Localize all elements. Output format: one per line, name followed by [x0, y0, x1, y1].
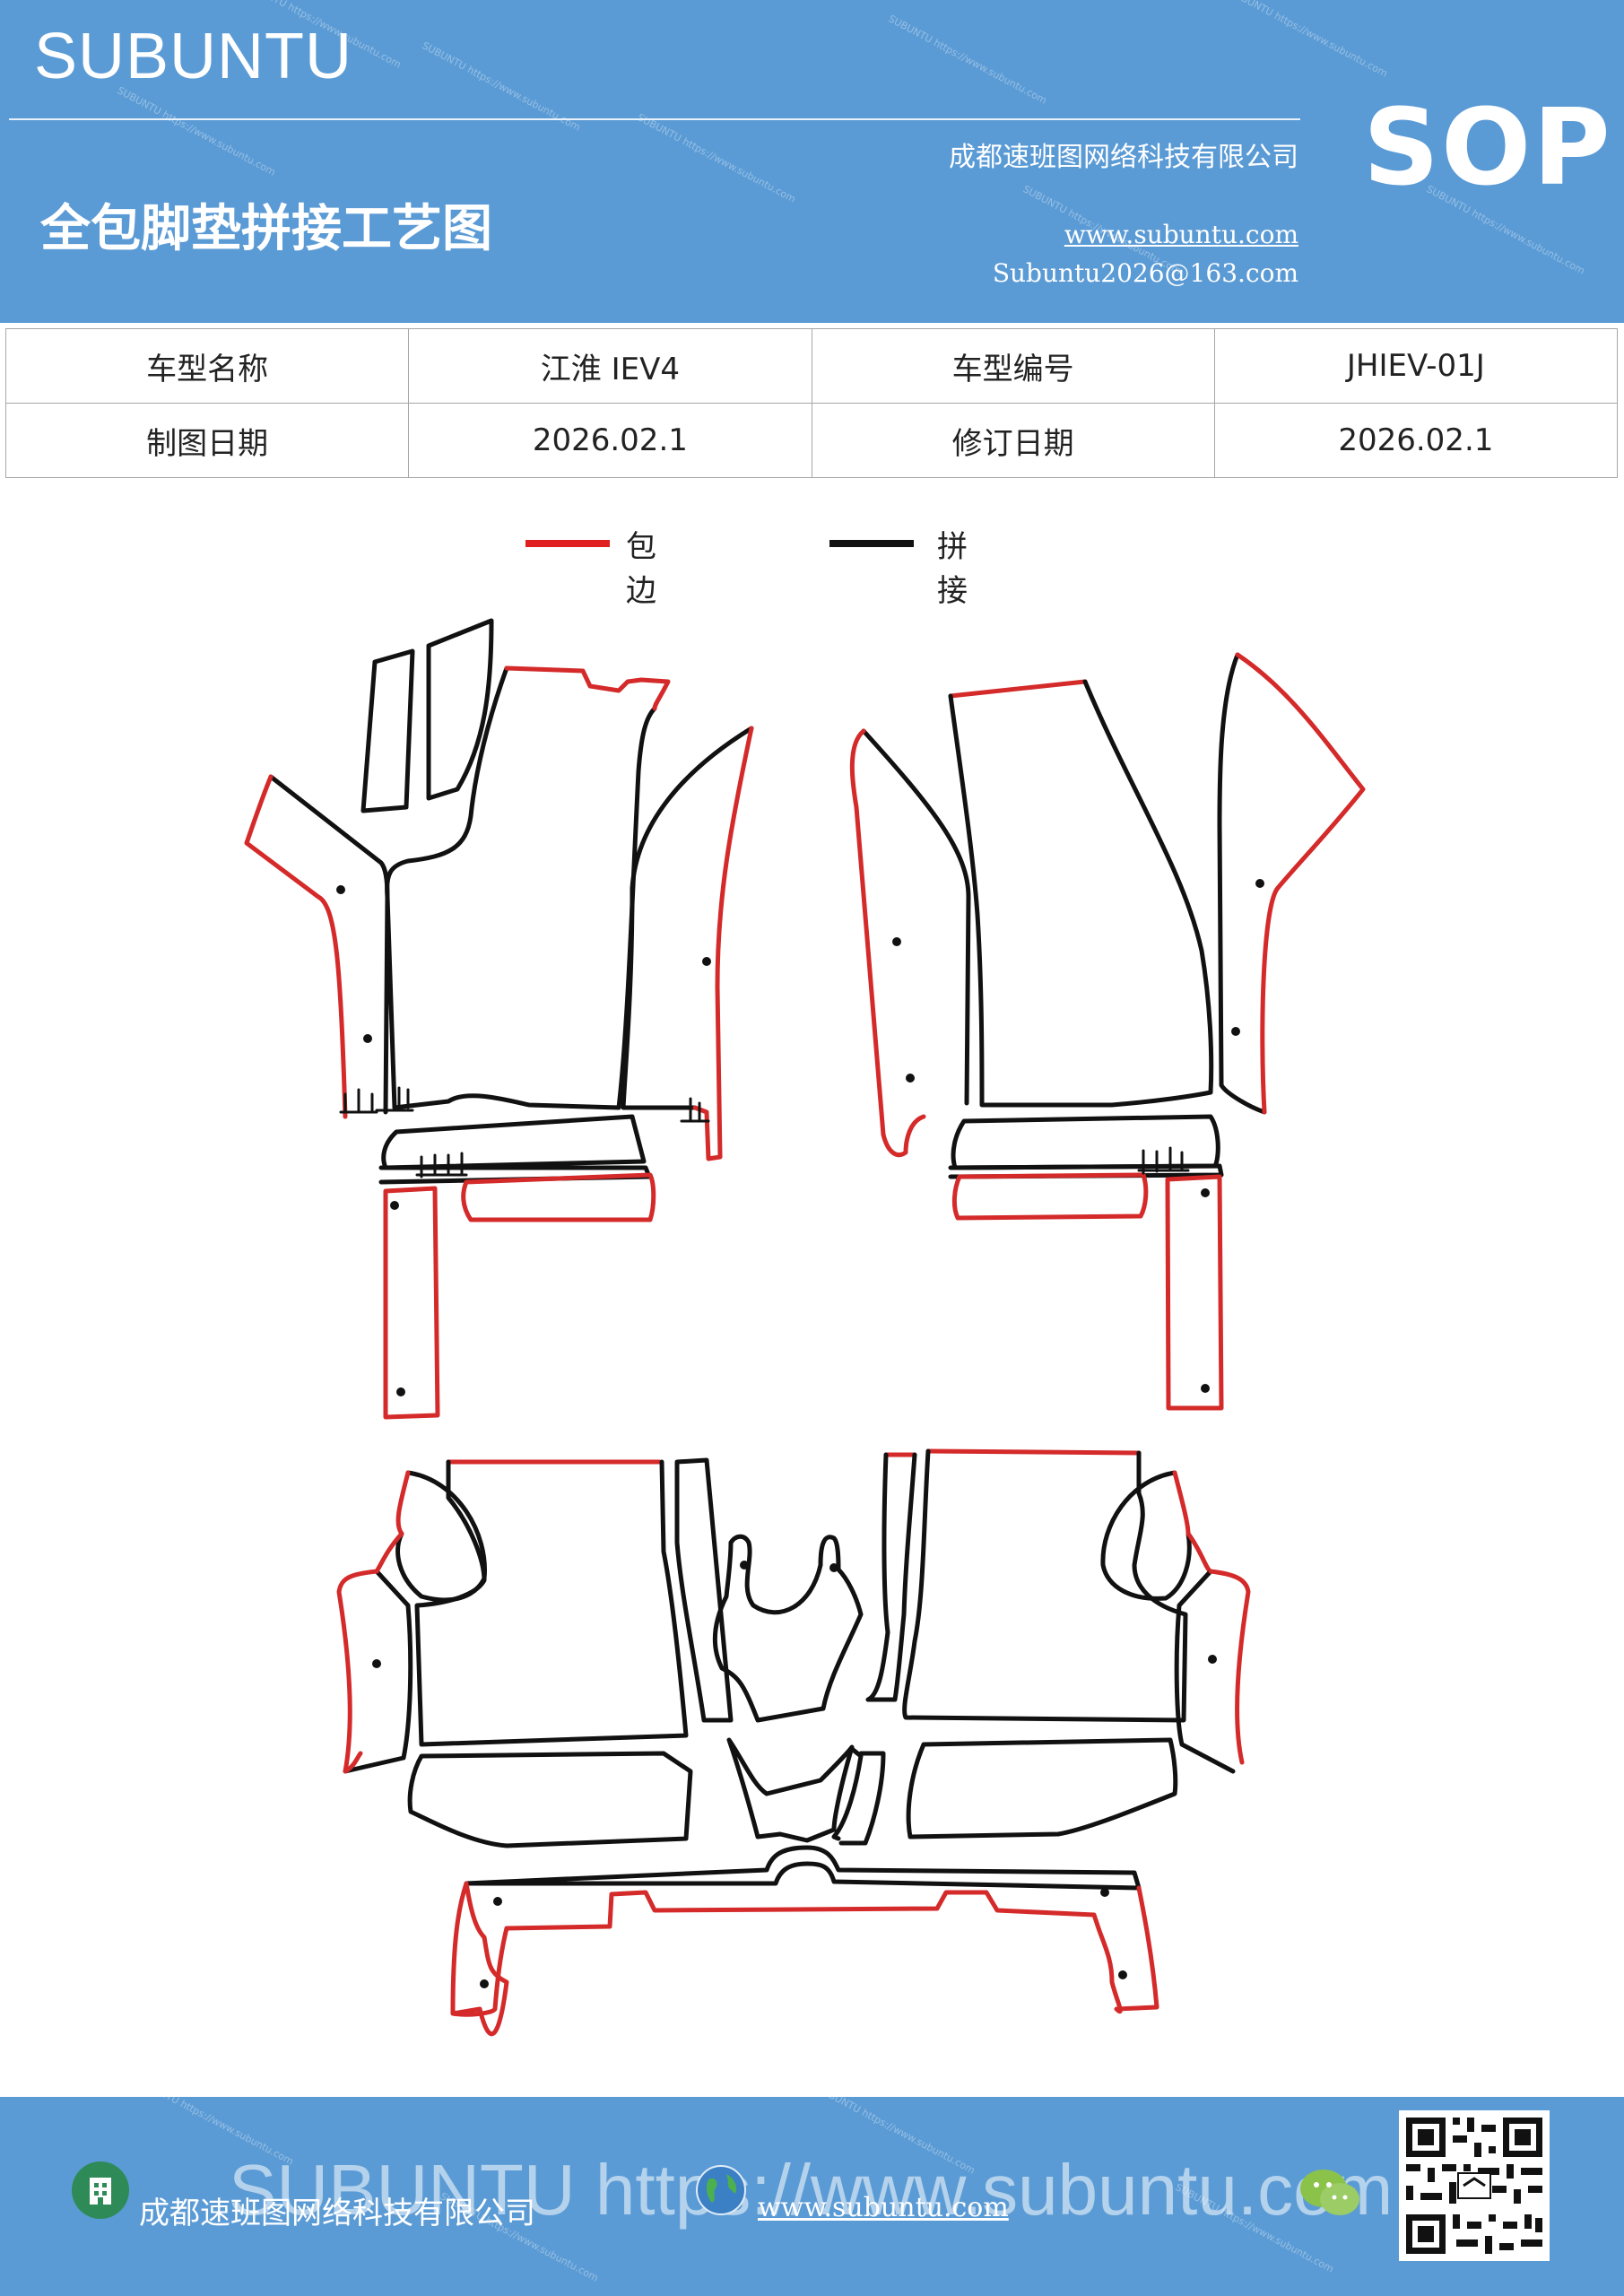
seam-line	[712, 1534, 864, 1723]
globe-icon	[692, 2161, 750, 2219]
edge-line	[504, 1885, 1159, 2013]
seam-line	[1217, 652, 1267, 1115]
seam-line	[948, 679, 1214, 1108]
seam-line	[726, 1737, 855, 1843]
seam-line	[1137, 1146, 1190, 1175]
sop-badge: SOP	[1363, 85, 1612, 209]
label-model-name: 车型名称	[4, 328, 410, 404]
seam-line	[621, 726, 754, 1110]
seam-line	[951, 1114, 1220, 1170]
label-draw-date: 制图日期	[4, 403, 410, 478]
label-model-code: 车型编号	[811, 328, 1215, 404]
footer-banner: SUBUNTU https://www.subuntu.com SUBUNTU …	[0, 2097, 1624, 2296]
edge-line	[450, 1926, 509, 2017]
qr-code	[1399, 2110, 1550, 2261]
seam-line	[906, 1737, 1178, 1839]
seam-line	[426, 618, 494, 801]
legend-swatch-edge	[525, 540, 610, 547]
building-icon	[72, 2161, 129, 2219]
value-model-code: JHIEV-01J	[1213, 328, 1619, 404]
seam-line	[902, 1448, 1188, 1723]
seam-line	[674, 1457, 734, 1723]
edge-line	[1172, 1470, 1213, 1574]
edge-line	[244, 774, 348, 1119]
label-revision-date: 修订日期	[811, 403, 1215, 478]
edge-line	[1208, 1569, 1251, 1765]
edge-line	[951, 1172, 1149, 1221]
edge-line	[504, 665, 671, 711]
edge-line	[692, 726, 754, 1161]
page-title: 全包脚垫拼接工艺图	[40, 200, 492, 258]
seam-line	[838, 1751, 886, 1846]
edge-line	[849, 728, 926, 1158]
mat-front-left	[244, 618, 754, 1420]
edge-line	[1165, 1174, 1224, 1411]
vehicle-info-table: 车型名称 江淮 IEV4 车型编号 JHIEV-01J 制图日期 2026.02…	[4, 328, 1619, 478]
seam-line	[861, 728, 971, 1106]
seam-line	[343, 1569, 413, 1774]
seam-line	[407, 1751, 693, 1848]
brand-logo-text: SUBUNTU	[34, 21, 353, 92]
footer-company-name: 成都速班图网络科技有限公司	[139, 2196, 535, 2231]
mat-rear	[336, 1448, 1251, 2037]
edge-line	[948, 679, 1088, 699]
table-row: 制图日期 2026.02.1 修订日期 2026.02.1	[4, 403, 1619, 478]
seam-line	[360, 648, 415, 813]
seam-line	[865, 1452, 917, 1702]
edge-line	[461, 1172, 656, 1222]
edge-line	[450, 1881, 509, 2037]
table-row: 车型名称 江淮 IEV4 车型编号 JHIEV-01J	[4, 328, 1619, 404]
seam-line	[381, 1114, 647, 1170]
wechat-icon	[1298, 2167, 1361, 2219]
website-link[interactable]: www.subuntu.com	[1064, 220, 1298, 249]
legend-label-seam: 拼接	[937, 529, 968, 609]
seam-line	[1100, 1470, 1192, 1601]
email-address: Subuntu2026@163.com	[992, 258, 1298, 288]
edge-line	[374, 1470, 411, 1574]
seam-line	[831, 1746, 864, 1841]
seam-line	[1174, 1569, 1236, 1774]
edge-line	[925, 1448, 1142, 1456]
seam-line	[268, 774, 390, 1115]
footer-website-link[interactable]: www.subuntu.com	[758, 2192, 1009, 2223]
value-draw-date: 2026.02.1	[408, 403, 812, 478]
edge-line	[336, 1569, 379, 1774]
value-model-name: 江淮 IEV4	[408, 328, 812, 404]
value-revision-date: 2026.02.1	[1213, 403, 1619, 478]
header-banner: SUBUNTU https://www.subuntu.com SUBUNTU …	[0, 0, 1624, 323]
edge-line	[1235, 652, 1366, 1115]
company-name: 成都速班图网络科技有限公司	[949, 142, 1298, 173]
seam-line	[339, 1086, 710, 1178]
seam-line	[414, 1459, 689, 1747]
legend-label-edge: 包边	[626, 529, 656, 609]
legend-swatch-seam	[829, 540, 914, 547]
header-divider	[9, 118, 1300, 120]
footer-watermark: SUBUNTU https://www.subuntu.com	[229, 2150, 1394, 2230]
edge-line	[383, 1186, 440, 1420]
seam-line	[464, 1845, 1142, 1891]
floor-mat-diagram	[244, 618, 1366, 2037]
seam-line	[385, 665, 657, 1110]
mat-front-right	[849, 652, 1366, 1411]
